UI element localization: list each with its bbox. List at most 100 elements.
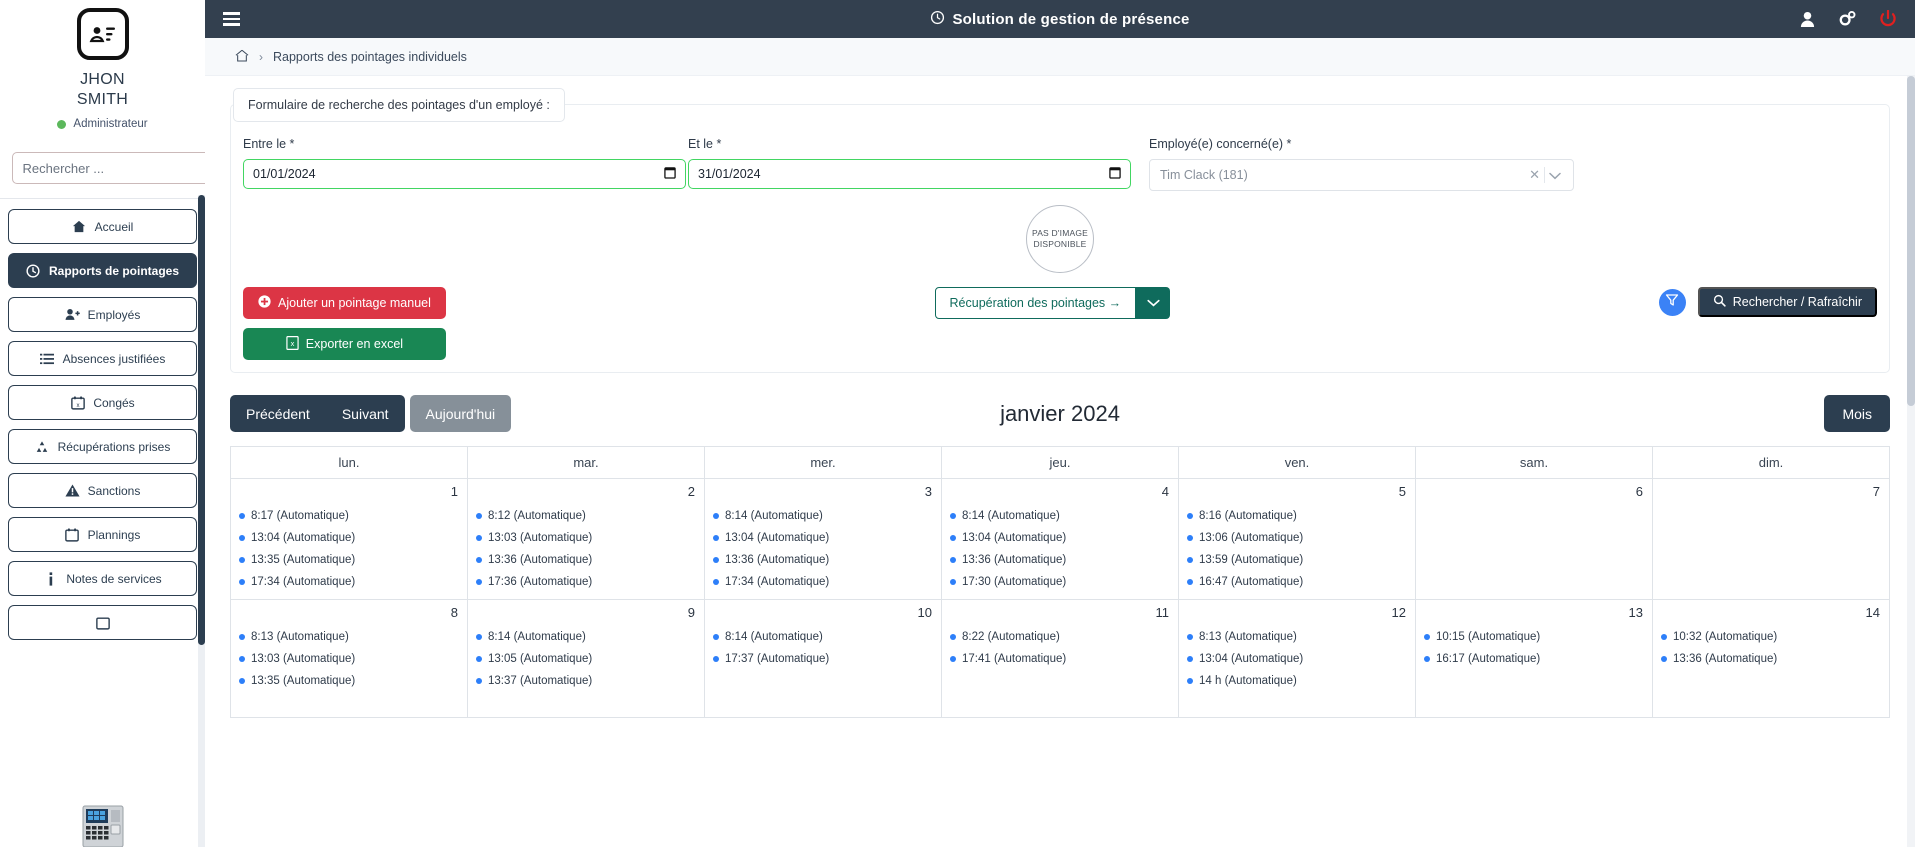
- punch-event[interactable]: 13:35 (Automatique): [239, 670, 459, 692]
- user-icon[interactable]: [1799, 11, 1816, 28]
- punch-event[interactable]: 13:04 (Automatique): [239, 527, 459, 549]
- punch-event[interactable]: 17:36 (Automatique): [476, 571, 696, 593]
- punch-event[interactable]: 13:05 (Automatique): [476, 648, 696, 670]
- punch-event[interactable]: 17:37 (Automatique): [713, 648, 933, 670]
- sidebar-item-sanctions[interactable]: Sanctions: [8, 473, 197, 508]
- svg-text:x: x: [76, 402, 79, 409]
- punch-event[interactable]: 13:36 (Automatique): [476, 549, 696, 571]
- calendar-icon[interactable]: [664, 166, 676, 182]
- power-icon[interactable]: [1879, 10, 1897, 28]
- close-icon[interactable]: ✕: [1529, 167, 1540, 182]
- weekday-header: mar.: [467, 446, 705, 479]
- sidebar-item-accueil[interactable]: Accueil: [8, 209, 197, 244]
- punch-event[interactable]: 8:12 (Automatique): [476, 505, 696, 527]
- punch-label: 8:14 (Automatique): [725, 510, 823, 522]
- calendar-day-cell[interactable]: 14 10:32 (Automatique)13:36 (Automatique): [1652, 599, 1890, 718]
- sidebar-item-absences-justifiees[interactable]: Absences justifiées: [8, 341, 197, 376]
- calendar-month-view-button[interactable]: Mois: [1824, 395, 1890, 432]
- calendar-next-button[interactable]: Suivant: [325, 395, 405, 432]
- main-scrollbar-thumb[interactable]: [1907, 76, 1915, 406]
- punch-event[interactable]: 10:32 (Automatique): [1661, 626, 1881, 648]
- recover-punches-button[interactable]: Récupération des pointages →: [934, 287, 1137, 319]
- punch-dot-icon: [239, 678, 245, 684]
- calendar-day-cell[interactable]: 6: [1415, 478, 1653, 600]
- sidebar-item-rapports-de-pointages[interactable]: Rapports de pointages: [8, 253, 197, 288]
- punch-event[interactable]: 16:17 (Automatique): [1424, 648, 1644, 670]
- punch-event[interactable]: 16:47 (Automatique): [1187, 571, 1407, 593]
- calendar-today-button[interactable]: Aujourd'hui: [409, 395, 512, 432]
- punch-event[interactable]: 13:36 (Automatique): [950, 549, 1170, 571]
- punch-event[interactable]: 8:13 (Automatique): [239, 626, 459, 648]
- calendar-day-cell[interactable]: 7: [1652, 478, 1890, 600]
- search-input[interactable]: [11, 152, 210, 184]
- punch-event[interactable]: 13:36 (Automatique): [1661, 648, 1881, 670]
- punch-event[interactable]: 13:03 (Automatique): [239, 648, 459, 670]
- start-date-input[interactable]: 01/01/2024: [243, 159, 686, 189]
- filter-button[interactable]: [1658, 288, 1686, 316]
- gears-icon[interactable]: [1838, 10, 1857, 28]
- punch-event[interactable]: 13:04 (Automatique): [1187, 648, 1407, 670]
- form-row: Entre le * 01/01/2024 Et le *: [243, 135, 1877, 191]
- calendar-prev-button[interactable]: Précédent: [230, 395, 326, 432]
- calendar-day-number: 9: [687, 605, 695, 620]
- punch-dot-icon: [1661, 656, 1667, 662]
- sidebar-item-conges[interactable]: x Congés: [8, 385, 197, 420]
- end-date-input[interactable]: 31/01/2024: [688, 159, 1131, 189]
- sidebar-item-employes[interactable]: Employés: [8, 297, 197, 332]
- export-excel-button[interactable]: x Exporter en excel: [243, 328, 446, 360]
- calendar-icon[interactable]: [1109, 166, 1121, 182]
- punch-event[interactable]: 13:35 (Automatique): [239, 549, 459, 571]
- punch-event[interactable]: 13:36 (Automatique): [713, 549, 933, 571]
- calendar-x-icon: x: [70, 395, 85, 410]
- punch-event[interactable]: 8:14 (Automatique): [713, 626, 933, 648]
- punch-event[interactable]: 8:14 (Automatique): [713, 505, 933, 527]
- hamburger-icon[interactable]: [223, 12, 240, 26]
- calendar-toolbar: Précédent Suivant Aujourd'hui janvier 20…: [230, 395, 1890, 432]
- sidebar-item-extra[interactable]: [8, 605, 197, 640]
- sidebar-scrollbar-thumb[interactable]: [198, 195, 205, 645]
- punch-event[interactable]: 10:15 (Automatique): [1424, 626, 1644, 648]
- sidebar-item-notes-de-services[interactable]: Notes de services: [8, 561, 197, 596]
- add-manual-punch-button[interactable]: Ajouter un pointage manuel: [243, 287, 446, 319]
- punch-event[interactable]: 8:14 (Automatique): [476, 626, 696, 648]
- punch-event[interactable]: 8:22 (Automatique): [950, 626, 1170, 648]
- chevron-down-icon[interactable]: [1545, 168, 1565, 183]
- start-date-label: Entre le *: [243, 137, 295, 151]
- calendar-day-cell[interactable]: 9 8:14 (Automatique)13:05 (Automatique)13…: [467, 599, 705, 718]
- punch-event[interactable]: 17:30 (Automatique): [950, 571, 1170, 593]
- punch-event[interactable]: 8:17 (Automatique): [239, 505, 459, 527]
- punch-event[interactable]: 13:37 (Automatique): [476, 670, 696, 692]
- punch-event[interactable]: 13:04 (Automatique): [713, 527, 933, 549]
- search-refresh-button[interactable]: Rechercher / Rafraîchir: [1697, 287, 1877, 317]
- sidebar-item-recuperations-prises[interactable]: Récupérations prises: [8, 429, 197, 464]
- punch-event[interactable]: 8:16 (Automatique): [1187, 505, 1407, 527]
- sidebar-item-plannings[interactable]: Plannings: [8, 517, 197, 552]
- punch-event[interactable]: 14 h (Automatique): [1187, 670, 1407, 692]
- calendar-day-number: 14: [1865, 605, 1880, 620]
- punch-event[interactable]: 17:41 (Automatique): [950, 648, 1170, 670]
- punch-event[interactable]: 8:14 (Automatique): [950, 505, 1170, 527]
- punch-event[interactable]: 17:34 (Automatique): [713, 571, 933, 593]
- main-scrollbar-track[interactable]: [1907, 76, 1915, 847]
- punch-event[interactable]: 8:13 (Automatique): [1187, 626, 1407, 648]
- punch-dot-icon: [1424, 634, 1430, 640]
- recover-punches-dropdown-toggle[interactable]: [1136, 287, 1171, 319]
- punch-event[interactable]: 17:34 (Automatique): [239, 571, 459, 593]
- home-icon[interactable]: [235, 49, 249, 65]
- punch-event[interactable]: 13:03 (Automatique): [476, 527, 696, 549]
- employee-photo-placeholder: PAS D'IMAGE DISPONIBLE: [243, 205, 1877, 273]
- punch-event[interactable]: 13:59 (Automatique): [1187, 549, 1407, 571]
- employee-select[interactable]: Tim Clack (181) ✕: [1149, 159, 1574, 191]
- punch-event[interactable]: 13:04 (Automatique): [950, 527, 1170, 549]
- punch-event[interactable]: 13:06 (Automatique): [1187, 527, 1407, 549]
